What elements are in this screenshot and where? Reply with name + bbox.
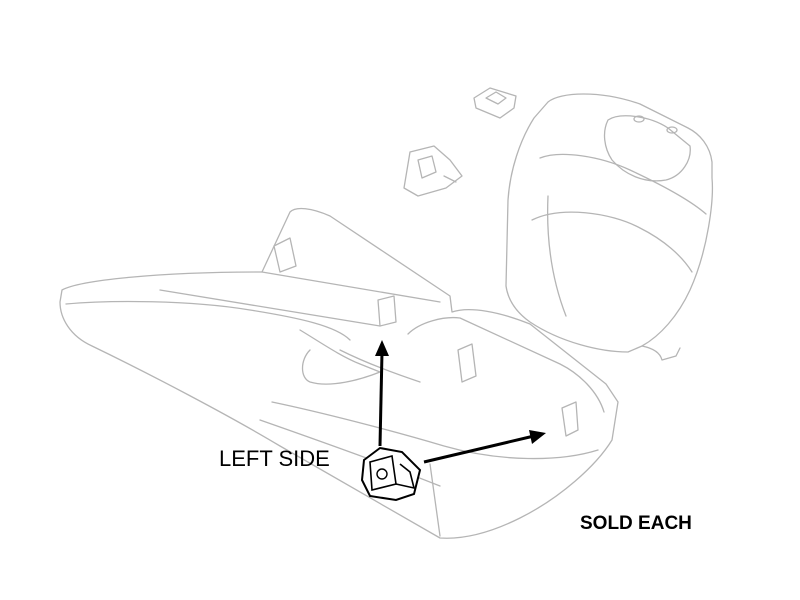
seat-latch-cover-spare [403,145,463,197]
callout-arrows [375,340,546,464]
seat-back [505,93,713,361]
seat-belt-guide [473,87,517,119]
seat-latch-cover-icon [360,446,422,502]
seat-cushion [59,207,619,539]
left-side-label: LEFT SIDE [219,446,330,471]
sold-each-label: SOLD EACH [580,513,692,534]
